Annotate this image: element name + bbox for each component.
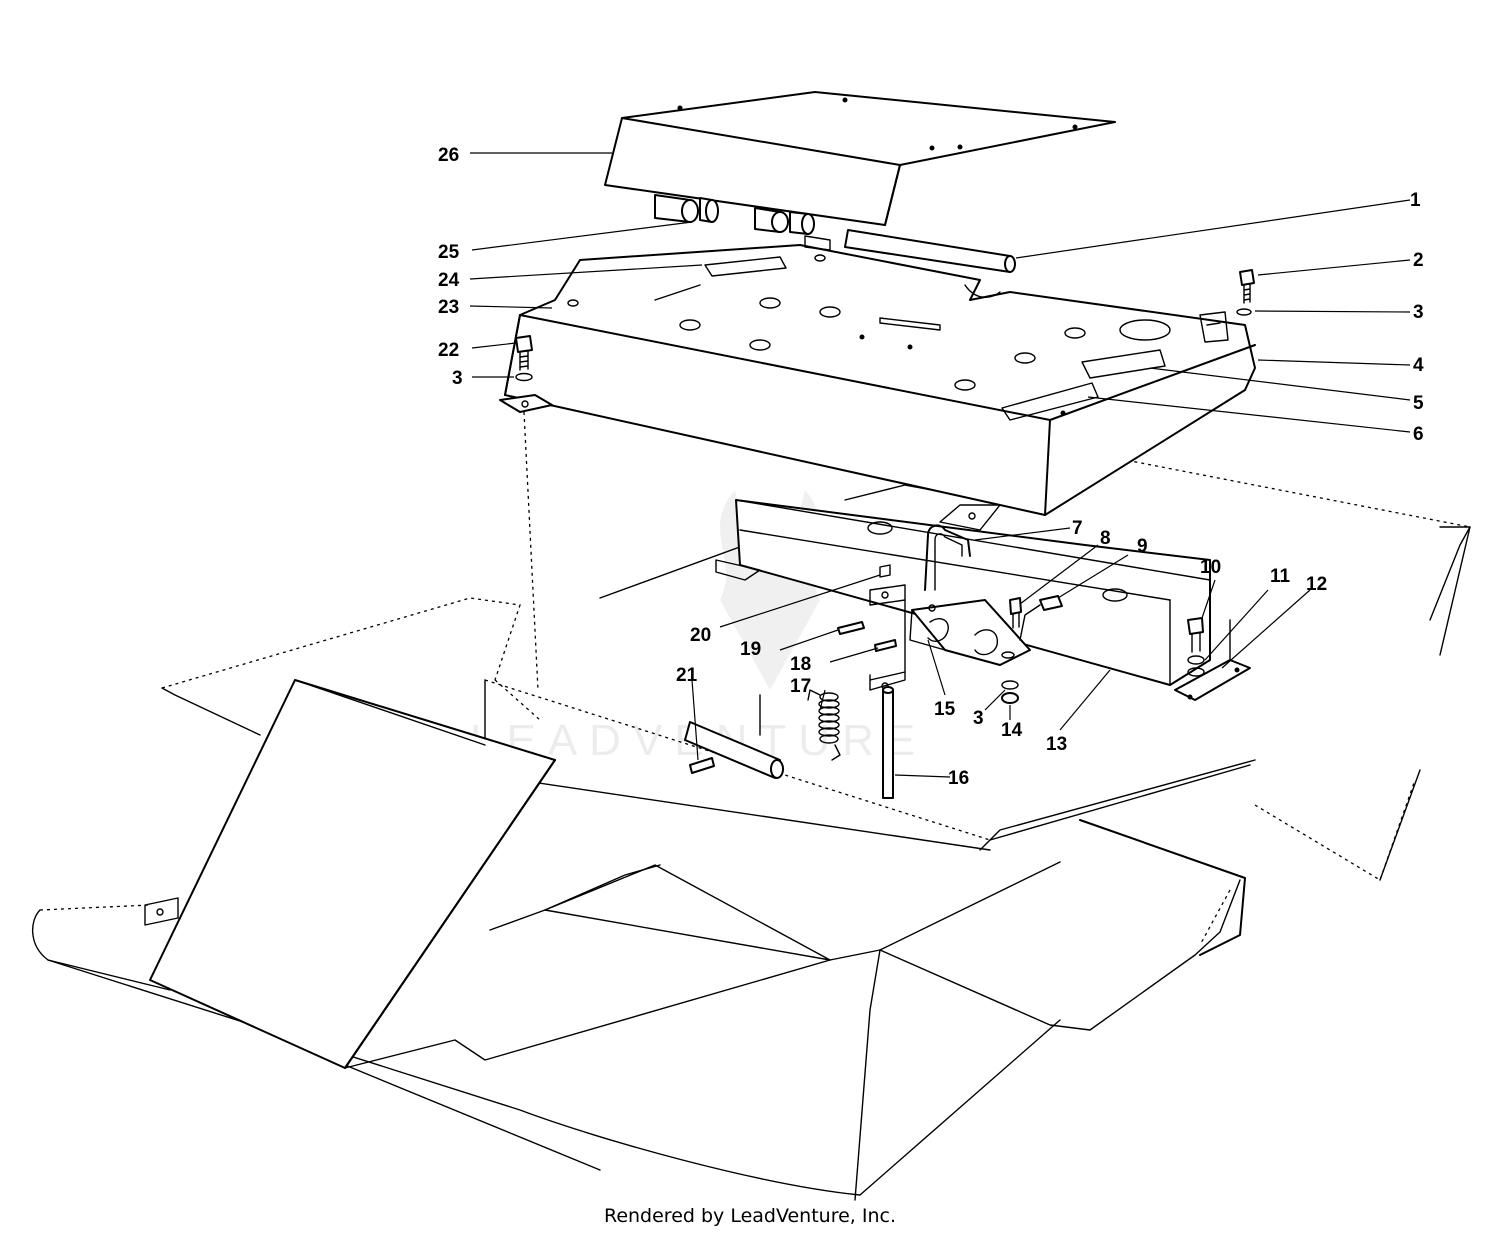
callout-3-left: 3 (452, 368, 463, 389)
callout-20: 20 (690, 625, 711, 646)
callout-12: 12 (1306, 574, 1327, 595)
callout-11: 11 (1270, 566, 1291, 587)
callout-9: 9 (1137, 536, 1148, 557)
callout-7: 7 (1072, 518, 1083, 539)
seat-channel (715, 484, 1211, 686)
spring (807, 689, 841, 761)
callout-21: 21 (676, 665, 698, 686)
callout-4: 4 (1413, 355, 1424, 376)
callout-23: 23 (438, 297, 459, 318)
callout-5: 5 (1413, 393, 1424, 414)
callout-10: 10 (1200, 557, 1221, 578)
callout-25: 25 (438, 242, 460, 263)
callout-6: 6 (1413, 424, 1424, 445)
callout-19: 19 (740, 639, 761, 660)
callout-18: 18 (790, 654, 811, 675)
callout-14: 14 (1001, 720, 1023, 741)
callout-2: 2 (1413, 250, 1424, 271)
callout-1: 1 (1410, 190, 1421, 211)
leader-lines (469, 152, 1411, 778)
seat-pan (504, 244, 1256, 516)
callout-16: 16 (948, 768, 969, 789)
callout-8: 8 (1100, 528, 1111, 549)
callout-3-lower: 3 (973, 708, 984, 729)
callout-17: 17 (790, 676, 811, 697)
callout-13: 13 (1046, 734, 1067, 755)
callout-26: 26 (438, 145, 459, 166)
callout-22: 22 (438, 340, 459, 361)
callout-labels: 1 2 3 4 5 6 7 8 9 10 11 12 13 14 15 16 1… (438, 145, 1424, 789)
credit-text: Rendered by LeadVenture, Inc. (603, 1205, 897, 1227)
callout-24: 24 (438, 270, 460, 291)
callout-3-right: 3 (1413, 302, 1424, 323)
frame (31, 454, 1471, 1201)
hardware (499, 269, 1255, 799)
seat (604, 91, 1116, 273)
callout-15: 15 (934, 699, 956, 720)
